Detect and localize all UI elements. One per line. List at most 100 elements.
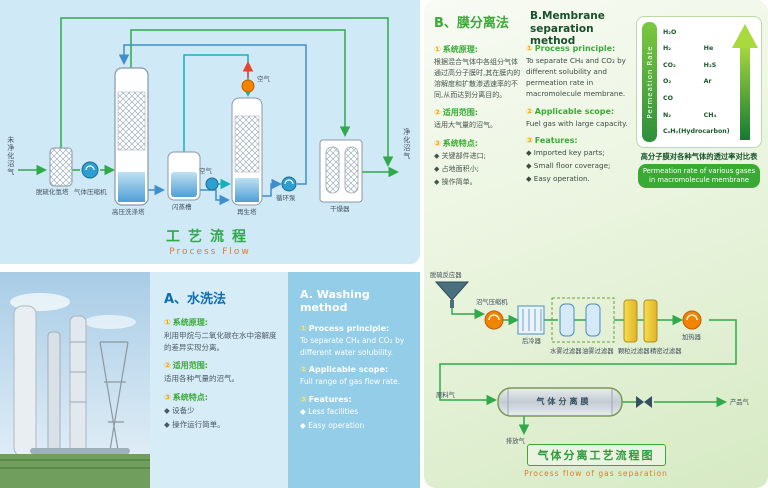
- membrane-title-cn: B、膜分离法: [434, 16, 509, 31]
- gas-separation-caption-en: Process flow of gas separation: [524, 469, 668, 478]
- label-biogas-compressor: 沼气压缩机: [476, 299, 508, 306]
- chart-caption-cn: 高分子膜对各种气体的透过率对比表: [640, 152, 758, 161]
- gas: He: [703, 45, 714, 53]
- process-flow-diagram: [18, 17, 399, 206]
- process-flow-caption: 工艺流程 Process Flow: [0, 226, 420, 257]
- chart-caption-en: Permeation rate of various gases in macr…: [638, 164, 760, 189]
- label-desulfurizer-2: 脱硫反应器: [430, 272, 462, 279]
- washing-en-p1: To separate CH₄ and CO₂ by different wat…: [300, 336, 405, 357]
- washing-cn-p2: 适用各种气量的沼气。: [164, 374, 239, 384]
- m-num-2: ②: [434, 108, 441, 118]
- label-raw-biogas: 未净化沼气: [6, 136, 15, 176]
- label-product-gas: 产品气: [730, 399, 749, 406]
- label-dryer: 干燥器: [330, 205, 350, 213]
- washing-en-f1: ◆ Less facilities: [300, 406, 359, 416]
- permeation-rate-label: Permeation Rate: [645, 45, 654, 119]
- num-1-en: ①: [300, 324, 307, 333]
- m-num-3: ③: [434, 139, 441, 149]
- label-air-side: 空气: [199, 167, 212, 175]
- washing-en-h3: Features:: [308, 394, 352, 404]
- label-water-filter: 水雾过滤器: [550, 348, 582, 355]
- membrane-title-en: B.Membrane separation method: [530, 10, 605, 48]
- label-particle-filter: 颗粒过滤器: [618, 348, 650, 355]
- label-clean-gas: 净化沼气: [402, 128, 411, 160]
- gas: CO₂: [663, 61, 676, 69]
- membrane-en-p1: To separate CH₄ and CO₂ by different sol…: [526, 56, 626, 99]
- membrane-cn-h3: 系统特点:: [442, 139, 478, 149]
- gas: H₂: [663, 45, 672, 53]
- membrane-en-f3: ◆ Easy operation.: [526, 174, 590, 184]
- label-fine-filter: 精密过滤器: [650, 348, 682, 355]
- gas: H₂S: [703, 61, 717, 69]
- caption-en: Process Flow: [169, 247, 251, 257]
- gas: CH₄: [703, 111, 717, 119]
- gas-separation-caption: 气体分离工艺流程图 Process flow of gas separation: [424, 444, 768, 478]
- permeation-rate-bar: Permeation Rate: [642, 22, 657, 142]
- washing-cn-f2: ◆ 操作运行简单。: [164, 419, 225, 429]
- washing-cn-h2: 适用范围:: [172, 361, 208, 371]
- plant-photo-art: [0, 272, 150, 488]
- membrane-cn-f1: ◆ 关键部件进口;: [434, 152, 486, 161]
- label-oil-filter: 油雾过滤器: [582, 348, 614, 355]
- washing-title-cn: A、水洗法: [164, 292, 227, 307]
- label-after-cooler: 后冷器: [522, 338, 541, 345]
- plant-photo: [0, 272, 150, 488]
- gas-separation-diagram: [434, 281, 737, 435]
- membrane-en-h2: Applicable scope:: [534, 106, 615, 116]
- washing-title-en: A. Washing method: [300, 288, 370, 314]
- m-num-1: ①: [434, 45, 441, 54]
- gas: [704, 29, 730, 36]
- num-3: ③: [164, 392, 171, 402]
- membrane-cn-p2: 适用大气量的沼气。: [434, 121, 497, 130]
- washing-en-f2: ◆ Easy operation: [300, 420, 365, 430]
- m-num-2-en: ②: [526, 106, 533, 116]
- gas: O₂: [663, 78, 672, 86]
- membrane-cn-f3: ◆ 操作简单。: [434, 177, 477, 186]
- membrane-cn-h1: 系统原理:: [442, 45, 478, 54]
- caption-cn: 工艺流程: [166, 229, 254, 245]
- label-circulation-pump: 循环泵: [276, 194, 296, 202]
- membrane-cn-f2: ◆ 占地面积小;: [434, 165, 479, 174]
- label-desulfurizer: 脱硫化氢塔: [36, 188, 69, 196]
- membrane-cn-h2: 适用范围:: [442, 108, 478, 118]
- label-membrane-unit: 气体分离膜: [536, 397, 592, 406]
- label-vent-gas: 排放气: [506, 438, 525, 445]
- m-num-1-en: ①: [526, 44, 533, 53]
- label-air-top: 空气: [257, 75, 270, 83]
- num-2: ②: [164, 361, 171, 371]
- washing-cn-h3: 系统特点:: [172, 392, 208, 402]
- gas: Ar: [703, 78, 712, 86]
- label-heater: 加热器: [682, 334, 701, 341]
- permeation-arrow-icon: [731, 22, 758, 142]
- process-flow-panel: 未净化沼气 脱硫化氢塔 气体压缩机 高压洗涤塔 闪蒸槽 空气 空气 再生塔 循环…: [0, 0, 420, 264]
- gas: [704, 95, 730, 102]
- label-gas-compressor: 气体压缩机: [74, 188, 107, 196]
- washing-en-h2: Applicable scope:: [308, 365, 389, 375]
- washing-en-h1: Process principle:: [308, 324, 390, 333]
- m-num-3-en: ③: [526, 135, 533, 145]
- membrane-cn-p1: 根据混合气体中各组分气体通过高分子膜时,其在膜内的溶解度和扩散渗透速率的不同,从…: [434, 58, 521, 99]
- label-flash-tank: 闪蒸槽: [172, 203, 192, 211]
- label-washing-tower: 高压洗涤塔: [112, 208, 145, 216]
- num-3-en: ③: [300, 394, 307, 404]
- washing-cn-p1: 利用甲烷与二氧化碳在水中溶解度的差异实现分离。: [164, 331, 277, 352]
- membrane-en-p2: Fuel gas with large capacity.: [526, 118, 628, 128]
- gas-separation-caption-cn: 气体分离工艺流程图: [526, 444, 666, 466]
- membrane-en-h3: Features:: [534, 135, 578, 145]
- label-feed-gas: 原料气: [436, 392, 455, 399]
- label-regenerator: 再生塔: [237, 208, 257, 216]
- membrane-en-h1: Process principle:: [534, 44, 616, 53]
- num-1: ①: [164, 318, 171, 327]
- washing-cn-f1: ◆ 设备少: [164, 405, 195, 415]
- membrane-en-f2: ◆ Small floor coverage;: [526, 160, 611, 170]
- gas: CO: [663, 95, 673, 103]
- gas: H₂O: [663, 28, 677, 36]
- washing-cn-h1: 系统原理:: [172, 318, 208, 327]
- gas: N₂: [663, 111, 672, 119]
